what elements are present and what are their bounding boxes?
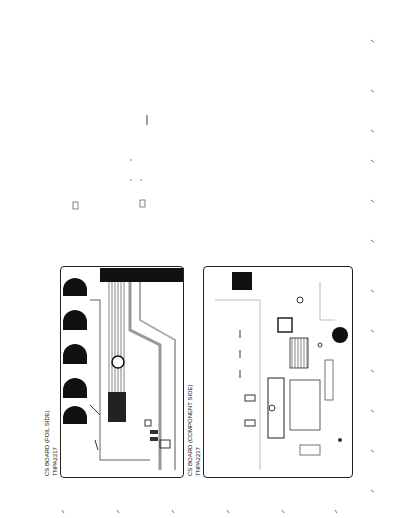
board-title: CS BOARD (FOIL SIDE)	[44, 410, 51, 476]
component-side-artwork	[215, 272, 348, 470]
mark	[147, 115, 148, 125]
board-part-number: TNPA2217	[52, 447, 59, 476]
mark	[140, 200, 145, 207]
foil-side-artwork	[63, 268, 184, 470]
circuit-board: CS BOARD (FOIL SIDE)TNPA2217	[60, 266, 184, 478]
board-title: CS BOARD (COMPONENT SIDE)	[187, 384, 194, 476]
mark	[73, 202, 78, 209]
circuit-board: CS BOARD (COMPONENT SIDE)TNPA2217	[203, 266, 353, 478]
board-part-number: TNPA2217	[195, 447, 202, 476]
grid-ticks	[62, 40, 374, 513]
